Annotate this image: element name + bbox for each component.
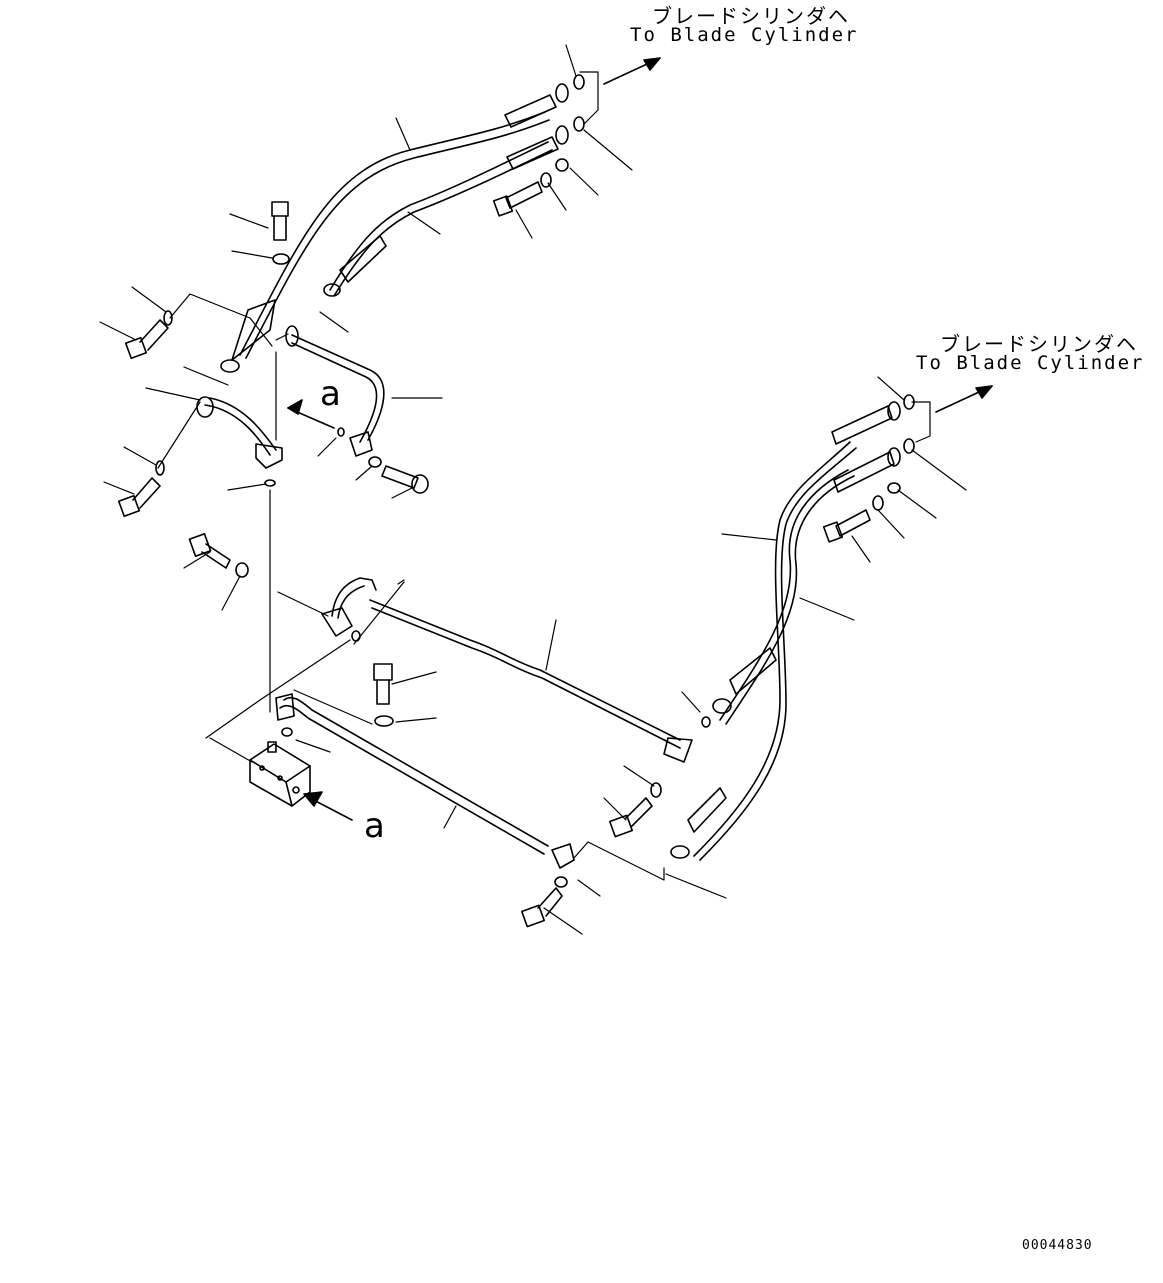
- leader-lines-right: [205, 376, 967, 935]
- o-ring-pipe: [351, 630, 361, 642]
- destination-arrow-top: [603, 57, 661, 85]
- o-ring-center: [337, 427, 345, 437]
- hose-fittings-left: [220, 235, 387, 373]
- elbow-pipe-left: [196, 396, 283, 469]
- o-ring-block: [281, 727, 293, 737]
- bolt-left-2: [117, 477, 161, 518]
- o-ring-vertical: [264, 479, 276, 487]
- washer-left-1: [163, 310, 173, 326]
- washer-upper-1: [272, 253, 290, 265]
- bolt-center: [381, 465, 429, 494]
- washer-lower-block: [374, 715, 394, 727]
- bolt-lower-block: [373, 663, 393, 705]
- right-hose-fittings: [670, 394, 915, 859]
- view-arrow-upper: [287, 399, 335, 429]
- long-pipe-upper: [321, 577, 693, 763]
- bolt-right: [822, 509, 871, 543]
- bent-pipe-center: [285, 325, 385, 457]
- o-ring-pipe-right: [701, 716, 711, 728]
- upper-hose-1: [239, 111, 550, 359]
- destination-label-top-en: To Blade Cylinder: [630, 24, 859, 46]
- right-hose-2: [693, 441, 857, 861]
- washer-middle-left: [235, 562, 249, 578]
- view-arrow-lower: [303, 791, 353, 821]
- washer-lower-right: [554, 876, 568, 888]
- bolt-left-1: [124, 319, 169, 360]
- figure-number: 00044830: [1022, 1238, 1093, 1253]
- bolt-upper-1: [271, 201, 289, 241]
- washer-lower-center: [650, 782, 662, 798]
- destination-label-top-jp: ブレードシリンダヘ: [652, 4, 850, 28]
- washer-right: [872, 495, 884, 511]
- hose-fittings-top: [504, 74, 585, 170]
- valve-block: [249, 741, 311, 807]
- destination-label-right-en: To Blade Cylinder: [916, 352, 1145, 374]
- destination-arrow-right: [935, 385, 993, 413]
- washer-center: [368, 456, 382, 468]
- bolt-lower-right: [521, 887, 563, 928]
- long-pipe-lower: [275, 693, 575, 869]
- clamp-top: [555, 158, 569, 172]
- leader-lines: [99, 44, 633, 713]
- washer-left-2: [155, 460, 165, 476]
- right-hose-1: [719, 469, 855, 725]
- clamp-right: [887, 482, 901, 494]
- bolt-top: [492, 181, 543, 217]
- upper-hose-2: [329, 141, 553, 297]
- view-marker-lower: a: [364, 806, 385, 846]
- bolt-lower-center: [609, 797, 653, 838]
- bolt-middle-left: [188, 533, 231, 569]
- washer-top: [540, 172, 552, 188]
- destination-label-right-jp: ブレードシリンダヘ: [940, 332, 1138, 356]
- view-marker-upper: a: [320, 374, 341, 414]
